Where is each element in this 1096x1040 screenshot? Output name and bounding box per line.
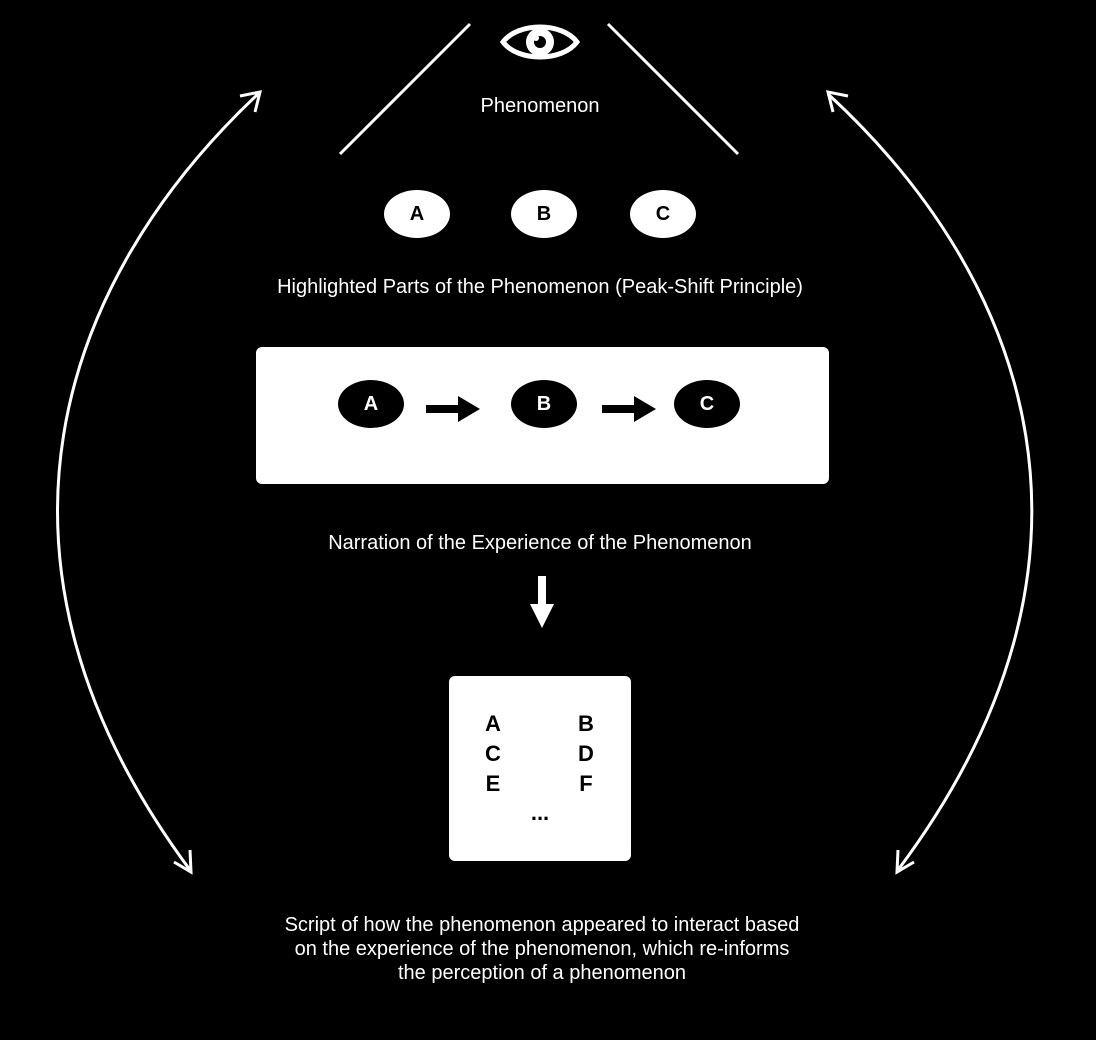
left-view-line: [338, 22, 472, 156]
right-view-line: [606, 22, 740, 156]
down-arrow-shaft: [538, 576, 546, 606]
script-letter-d: D: [578, 741, 594, 766]
script-letter-a: A: [485, 711, 501, 736]
left-arc-bottom-arrowhead: [173, 849, 193, 875]
script-letter-f: F: [579, 771, 593, 796]
script-letter-b: B: [578, 711, 594, 736]
highlighted-part-a: A: [384, 190, 450, 238]
left-feedback-arc: [56, 92, 260, 871]
script-caption-line-2: on the experience of the phenomenon, whi…: [294, 938, 790, 960]
right-feedback-arc: [826, 92, 1034, 871]
arrow-right-icon: [426, 396, 480, 422]
narration-step-b: B: [511, 380, 577, 428]
narration-step-a: A: [338, 380, 404, 428]
narration-caption: Narration of the Experience of the Pheno…: [328, 532, 752, 554]
script-ellipsis: ...: [530, 800, 550, 825]
script-caption-line-1: Script of how the phenomenon appeared to…: [284, 914, 800, 936]
eye-icon: [500, 24, 580, 60]
script-box: A C E B D F ...: [449, 676, 631, 861]
highlighted-part-b: B: [511, 190, 577, 238]
script-letter-e: E: [485, 771, 501, 796]
down-arrow-head: [530, 604, 554, 628]
script-caption-line-3: the perception of a phenomenon: [398, 962, 686, 984]
highlighted-parts-caption: Highlighted Parts of the Phenomenon (Pea…: [277, 276, 803, 298]
left-arc-top-arrowhead: [239, 90, 263, 113]
script-caption: Script of how the phenomenon appeared to…: [200, 913, 884, 985]
narration-step-c: C: [674, 380, 740, 428]
right-arc-top-arrowhead: [825, 90, 849, 113]
script-letter-c: C: [485, 741, 501, 766]
right-arc-bottom-arrowhead: [895, 849, 915, 875]
phenomenon-label: Phenomenon: [480, 95, 600, 117]
arrow-right-icon: [602, 396, 656, 422]
narration-panel: A B C: [256, 347, 829, 484]
highlighted-part-c: C: [630, 190, 696, 238]
